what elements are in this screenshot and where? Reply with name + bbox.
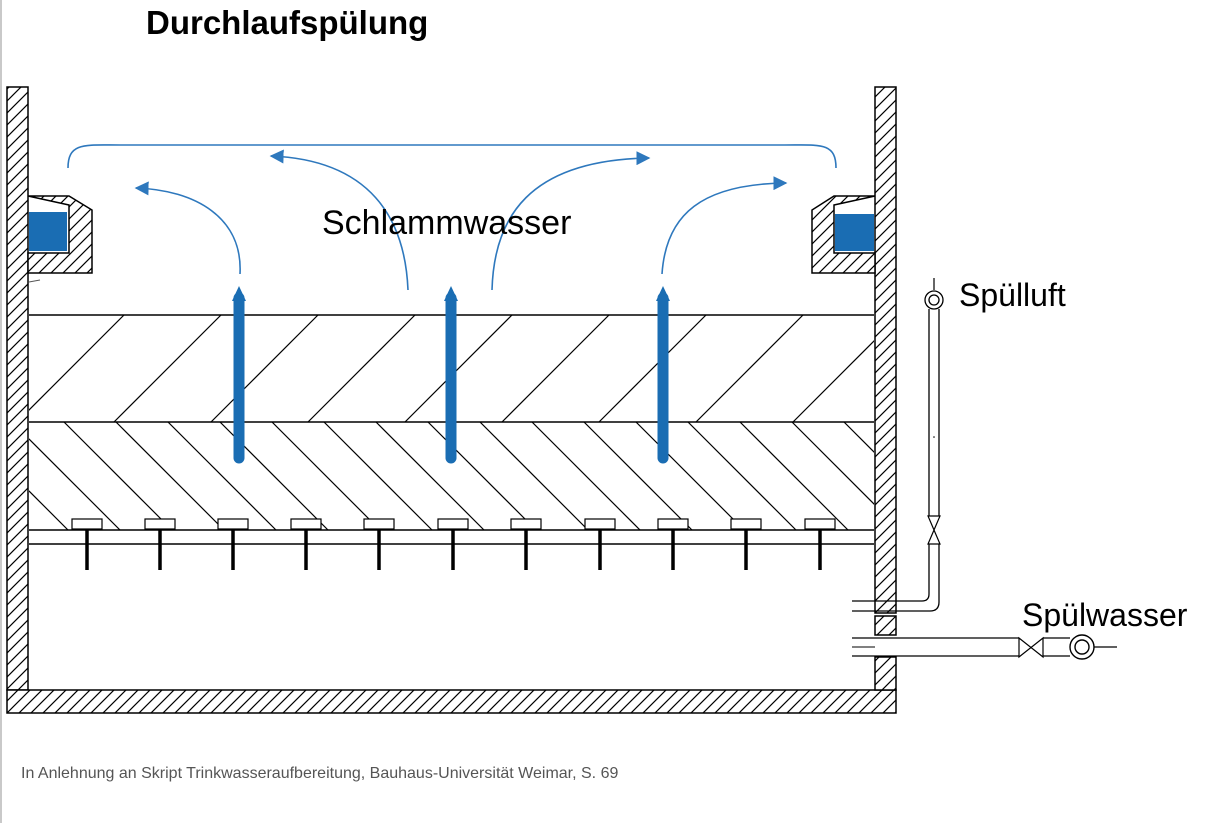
overflow-arc: [67, 144, 837, 169]
overflow-troughs: [27, 195, 876, 274]
valve-icon: [927, 515, 941, 545]
upflow-arrows: [232, 286, 670, 464]
nozzle-icon: [71, 518, 836, 530]
upflow-arrow: [656, 286, 670, 464]
upflow-arrow: [232, 286, 246, 464]
left-trough: [27, 195, 93, 274]
page-title: Durchlaufspülung: [146, 4, 429, 41]
tank-walls: [6, 86, 897, 714]
page-left-border: [0, 0, 2, 823]
lower-filter-layer: [29, 422, 874, 530]
label-rinse-water: Spülwasser: [1022, 597, 1188, 633]
upflow-arrow: [444, 286, 458, 464]
left-trough-water: [29, 212, 67, 251]
bottom-wall: [6, 689, 897, 714]
flow-curve-arrow: [661, 176, 788, 275]
right-wall-middle: [874, 615, 897, 636]
flow-curve-arrow: [134, 181, 241, 275]
nozzle-floor: [29, 518, 874, 570]
valve-icon: [1018, 636, 1044, 659]
filter-media: [28, 279, 874, 530]
right-wall-upper: [874, 86, 897, 614]
rinse-air-pipe: [852, 278, 944, 612]
source-citation: In Anlehnung an Skript Trinkwasseraufber…: [21, 765, 619, 782]
nozzle-stems: [85, 530, 822, 570]
right-trough-water: [835, 214, 874, 251]
flow-curve-arrow: [491, 151, 651, 291]
right-trough: [811, 195, 876, 274]
flow-curve-arrow: [269, 149, 409, 291]
right-wall-lower: [874, 656, 897, 691]
label-sludge-water: Schlammwasser: [322, 204, 571, 242]
flow-curves: [67, 144, 837, 291]
left-wall: [6, 86, 29, 691]
label-rinse-air: Spülluft: [959, 277, 1066, 313]
rinse-water-pipe: [852, 634, 1117, 660]
upper-filter-layer: [29, 315, 874, 422]
